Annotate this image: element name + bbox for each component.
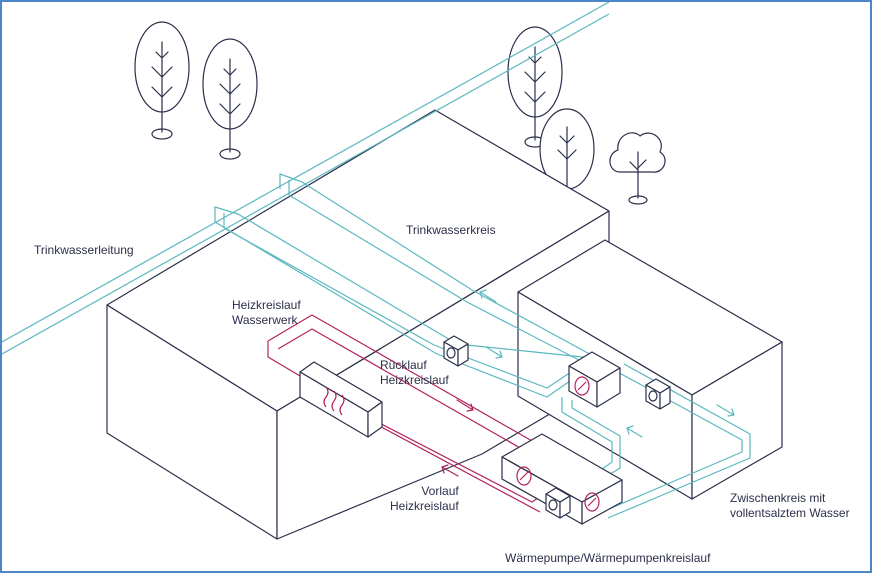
label-trinkwasserleitung: Trinkwasserleitung [34, 243, 134, 257]
heat-exchanger-icon [568, 351, 621, 408]
tree-icon [202, 38, 258, 160]
label-heizkreislauf-wasserwerk: Heizkreislauf Wasserwerk [232, 298, 301, 327]
arrow-icon [626, 425, 643, 438]
compressor-icon [545, 487, 571, 519]
tree-icon [134, 21, 190, 140]
arrow-icon [716, 404, 735, 417]
bush-tree-icon [609, 132, 666, 205]
arrow-icon [479, 289, 497, 303]
label-zwischenkreis: Zwischenkreis mit vollentsalztem Wasser [730, 491, 850, 520]
arrow-icon [485, 346, 503, 359]
label-waermepumpe: Wärmepumpe/Wärmepumpenkreislauf [505, 551, 711, 565]
flow-meter-icon [645, 378, 671, 410]
arrow-icon [441, 464, 459, 477]
flow-arrows [441, 289, 735, 477]
label-trinkwasserkreis: Trinkwasserkreis [406, 223, 496, 237]
heat-pump-unit [501, 433, 623, 525]
radiator [299, 361, 383, 438]
label-vorlauf: Vorlauf Heizkreislauf [390, 484, 459, 513]
label-ruecklauf: Rücklauf Heizkreislauf [380, 358, 449, 387]
trees [134, 21, 666, 205]
flow-meter-icon [443, 335, 469, 367]
arrow-icon [456, 399, 474, 412]
drinking-water-circuit [214, 181, 751, 519]
heat-waves-icon [323, 386, 345, 416]
